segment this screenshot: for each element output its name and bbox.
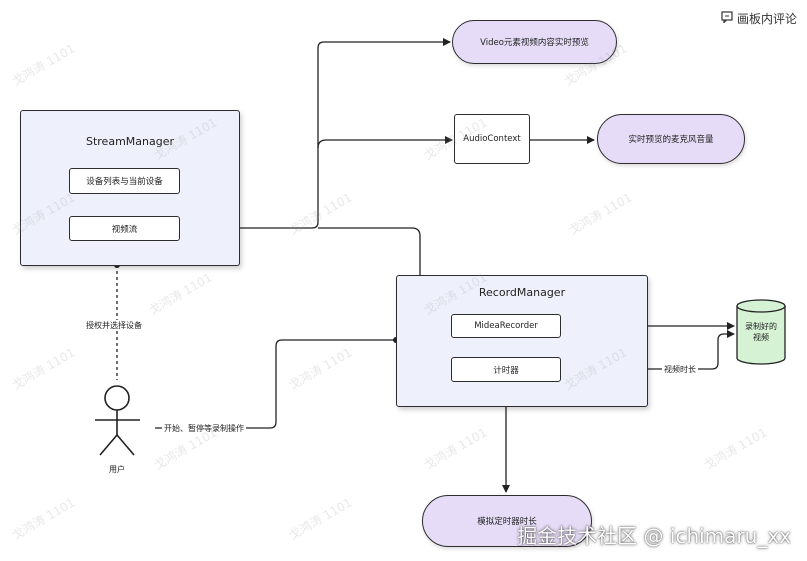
mic-volume-pill: 实时预览的麦克风音量 <box>597 114 745 164</box>
operate-label: 开始、暂停等录制操作 <box>162 423 246 434</box>
edge-timer-to-video <box>561 330 735 370</box>
duration-label: 视频时长 <box>662 364 698 375</box>
edge-stream-to-video-preview <box>180 38 451 229</box>
footer-watermark: 掘金技术社区 @ ichimaru_xx <box>517 524 791 548</box>
bottom-result-pill: 模拟定时器时长 <box>422 495 592 547</box>
authorize-label: 授权并选择设备 <box>84 320 144 331</box>
media-recorder-box: MideaRecorder <box>451 314 561 338</box>
edge-stream-to-audiocontext <box>317 136 453 149</box>
video-preview-pill: Video元素视频内容实时预览 <box>452 20 617 64</box>
user-label: 用户 <box>107 464 127 475</box>
comment-icon <box>721 11 733 26</box>
video-stream-box: 视频流 <box>69 216 180 241</box>
comment-button[interactable]: 画板内评论 <box>721 10 797 27</box>
record-manager-container: RecordManager <box>396 275 648 407</box>
recorded-video-label: 录制好的 视频 <box>745 322 777 342</box>
comment-label: 画板内评论 <box>736 12 797 26</box>
timer-box: 计时器 <box>451 357 561 382</box>
audio-context-box: AudioContext <box>454 114 530 164</box>
stream-manager-title: StreamManager <box>85 135 175 148</box>
edge-user-to-recordmanager <box>155 339 396 429</box>
recorded-video-cylinder <box>736 299 786 365</box>
device-list-box: 设备列表与当前设备 <box>69 168 180 194</box>
user-actor-figure <box>95 385 140 456</box>
record-manager-title: RecordManager <box>478 286 566 299</box>
